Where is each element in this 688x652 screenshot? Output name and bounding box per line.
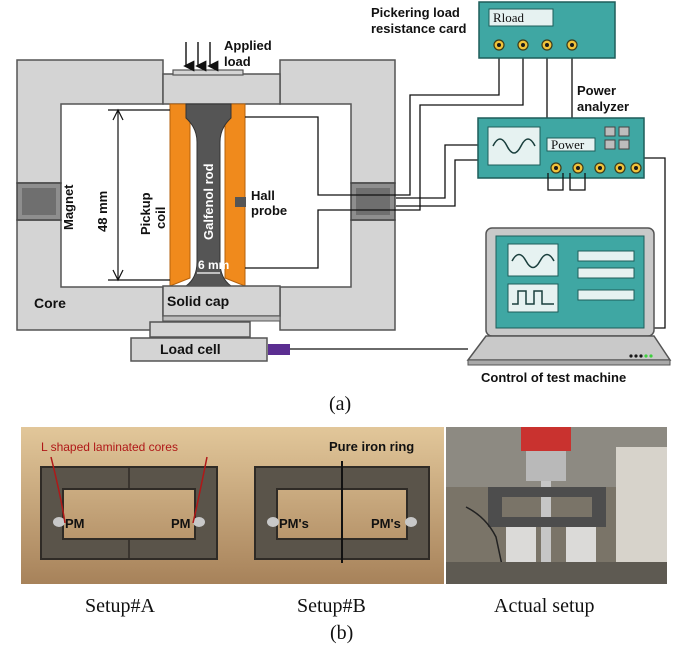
label-magnet: Magnet [61,184,76,230]
label-rload: Rload [493,10,525,25]
caption-setup-b: Setup#B [297,595,366,617]
label-pm-left: PM [65,516,85,531]
load-cell-connector [268,344,290,355]
label-height: 48 mm [95,191,110,232]
caption-setup-a: Setup#A [85,595,155,617]
photo-setup-a: L shaped laminated cores PM PM [21,427,237,584]
label-power: Power [551,137,585,152]
height-dimension [108,108,170,282]
label-pm-right: PM [171,516,191,531]
label-applied-load: Applied load [224,38,275,69]
power-analyzer [477,117,645,191]
label-solid-cap: Solid cap [167,293,229,309]
hall-probe [235,197,246,207]
label-galfenol-rod: Galfenol rod [201,163,216,240]
label-pickup-coil: Pickup coil [138,189,168,235]
photo-setup-b: Pure iron ring PM's PM's [237,427,444,584]
laptop-control-pc [466,227,672,366]
label-pms-right: PM's [371,516,401,531]
solid-cap [162,285,281,317]
pickering-load-card [478,1,616,59]
label-core: Core [34,295,66,311]
caption-actual-setup: Actual setup [494,595,595,617]
top-cap [162,73,281,105]
core-frame [16,59,396,331]
label-hall-probe: Hall probe [251,188,287,218]
caption-a: (a) [329,393,352,415]
label-control: Control of test machine [481,370,626,385]
applied-load-arrows [183,42,219,72]
label-width: 6 mm [198,258,229,272]
label-load-cell: Load cell [160,341,221,357]
label-pickering-card: Pickering load resistance card [371,5,466,36]
label-pms-left: PM's [279,516,309,531]
photo-actual-setup [446,427,667,584]
annotation-iron-ring: Pure iron ring [329,439,414,454]
label-power-analyzer: Power analyzer [577,83,629,114]
caption-b: (b) [330,622,354,644]
annotation-laminated-cores: L shaped laminated cores [41,440,178,454]
load-cell [130,337,268,362]
